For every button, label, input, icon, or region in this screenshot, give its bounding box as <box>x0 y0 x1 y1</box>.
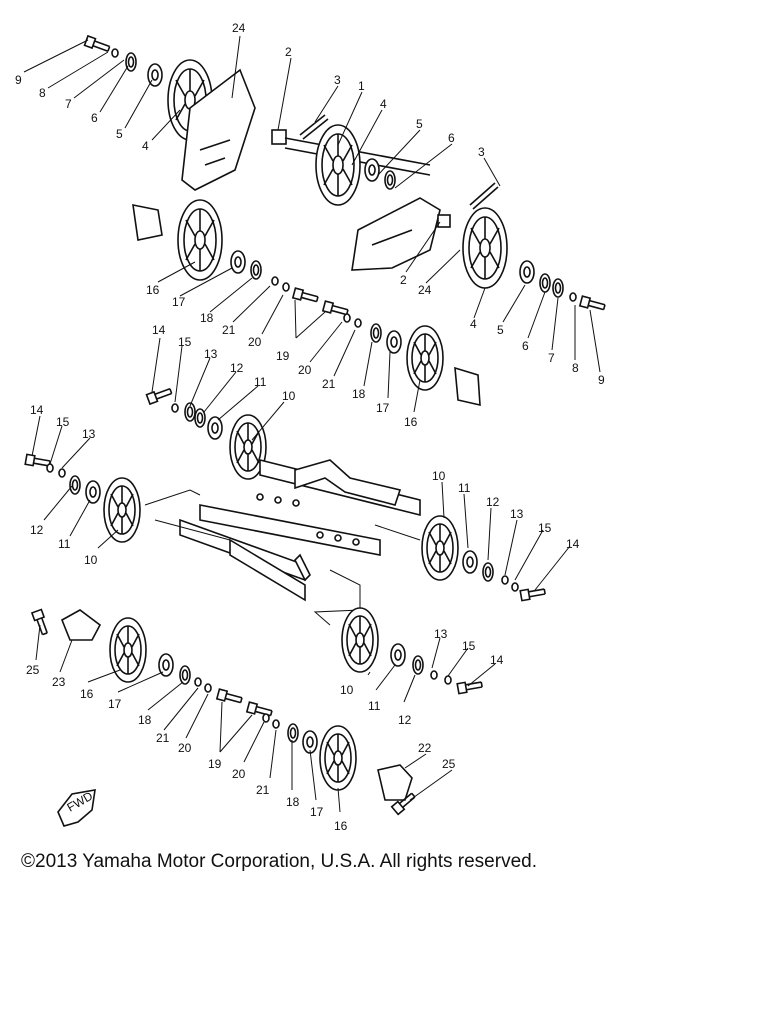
callout-17: 17 <box>376 401 390 415</box>
callout-5: 5 <box>416 117 423 131</box>
callout-11: 11 <box>254 375 267 389</box>
callout-5: 5 <box>497 323 504 337</box>
callout-9: 9 <box>15 73 22 87</box>
callout-15: 15 <box>56 415 70 429</box>
callout-20: 20 <box>178 741 192 755</box>
callout-9: 9 <box>598 373 605 387</box>
callout-3: 3 <box>478 145 485 159</box>
callout-1: 1 <box>358 79 365 93</box>
fwd-arrow-icon: FWD <box>57 789 96 827</box>
callout-14: 14 <box>152 323 166 337</box>
callout-25: 25 <box>26 663 40 677</box>
callout-10: 10 <box>282 389 296 403</box>
callout-21: 21 <box>156 731 170 745</box>
callout-25: 25 <box>442 757 456 771</box>
callout-17: 17 <box>172 295 186 309</box>
callout-2: 2 <box>285 45 292 59</box>
callout-13: 13 <box>82 427 96 441</box>
callout-19: 19 <box>208 757 222 771</box>
callout-15: 15 <box>178 335 192 349</box>
callout-13: 13 <box>510 507 524 521</box>
callout-23: 23 <box>52 675 66 689</box>
callout-17: 17 <box>108 697 122 711</box>
slide-frame <box>144 458 547 626</box>
callout-18: 18 <box>200 311 214 325</box>
callout-13: 13 <box>204 347 218 361</box>
callout-8: 8 <box>572 361 579 375</box>
callout-6: 6 <box>448 131 455 145</box>
callout-16: 16 <box>80 687 94 701</box>
callout-20: 20 <box>232 767 246 781</box>
callout-14: 14 <box>490 653 504 667</box>
callout-8: 8 <box>39 86 46 100</box>
callout-20: 20 <box>248 335 262 349</box>
callout-11: 11 <box>368 699 381 713</box>
callout-10: 10 <box>432 469 446 483</box>
callout-24: 24 <box>418 283 432 297</box>
callout-13: 13 <box>434 627 448 641</box>
callout-2: 2 <box>400 273 407 287</box>
callout-11: 11 <box>58 537 71 551</box>
upper-wheel-assembly <box>83 35 607 313</box>
callout-17: 17 <box>310 805 324 819</box>
callout-18: 18 <box>138 713 152 727</box>
callout-7: 7 <box>65 97 72 111</box>
callout-14: 14 <box>30 403 44 417</box>
callout-14: 14 <box>566 537 580 551</box>
callout-12: 12 <box>398 713 412 727</box>
callout-5: 5 <box>116 127 123 141</box>
rear-wheel-set <box>31 607 484 816</box>
callout-20: 20 <box>298 363 312 377</box>
callout-11: 11 <box>458 481 471 495</box>
callout-16: 16 <box>146 283 160 297</box>
callout-12: 12 <box>486 495 500 509</box>
callout-12: 12 <box>30 523 44 537</box>
exploded-parts-diagram: FWD 9 8 7 6 5 4 24 2 3 1 4 5 6 3 2 24 4 … <box>15 21 607 833</box>
callout-21: 21 <box>222 323 236 337</box>
callout-19: 19 <box>276 349 290 363</box>
leader-lines <box>23 35 601 813</box>
callout-15: 15 <box>462 639 476 653</box>
middle-wheel-set <box>132 199 481 407</box>
callout-4: 4 <box>142 139 149 153</box>
callout-22: 22 <box>418 741 432 755</box>
callout-15: 15 <box>538 521 552 535</box>
callout-24: 24 <box>232 21 246 35</box>
callout-labels: 9 8 7 6 5 4 24 2 3 1 4 5 6 3 2 24 4 5 6 … <box>15 21 605 833</box>
callout-18: 18 <box>352 387 366 401</box>
callout-3: 3 <box>334 73 341 87</box>
callout-6: 6 <box>522 339 529 353</box>
callout-16: 16 <box>334 819 348 833</box>
callout-6: 6 <box>91 111 98 125</box>
callout-21: 21 <box>322 377 336 391</box>
callout-21: 21 <box>256 783 270 797</box>
copyright-notice: ©2013 Yamaha Motor Corporation, U.S.A. A… <box>21 851 537 872</box>
callout-12: 12 <box>230 361 244 375</box>
callout-7: 7 <box>548 351 555 365</box>
callout-4: 4 <box>470 317 477 331</box>
callout-4: 4 <box>380 97 387 111</box>
callout-10: 10 <box>84 553 98 567</box>
callout-16: 16 <box>404 415 418 429</box>
callout-10: 10 <box>340 683 354 697</box>
callout-18: 18 <box>286 795 300 809</box>
